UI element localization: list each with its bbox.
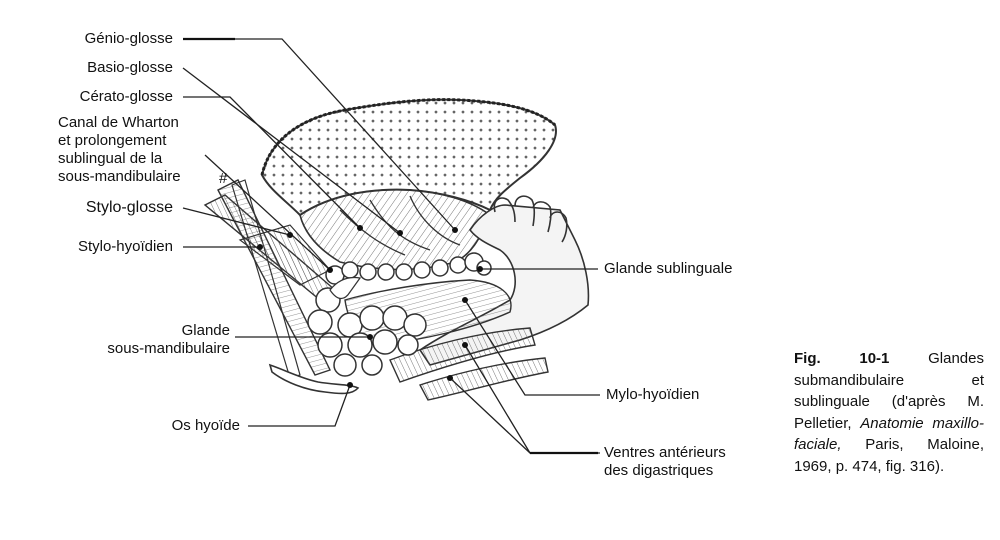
- label-ventres-digastriques: Ventres antérieurs des digastriques: [604, 444, 726, 480]
- label-cerato-glosse: Cérato-glosse: [40, 88, 173, 106]
- caption-fig-number: Fig. 10-1: [794, 350, 889, 367]
- label-genio-glosse: Génio-glosse: [40, 30, 173, 48]
- figure-caption: Fig. 10-1 Glandes submandibulaire et sub…: [794, 348, 984, 477]
- label-os-hyoide: Os hyoïde: [100, 417, 240, 435]
- label-hash-mark: #: [219, 170, 227, 188]
- label-mylo-hyoidien: Mylo-hyoïdien: [606, 386, 699, 404]
- label-glande-sous-mandibulaire: Glande sous-mandibulaire: [60, 322, 230, 358]
- label-stylo-hyoidien: Stylo-hyoïdien: [40, 238, 173, 256]
- label-stylo-glosse: Stylo-glosse: [40, 199, 173, 217]
- label-basio-glosse: Basio-glosse: [40, 59, 173, 77]
- label-canal-wharton: Canal de Wharton et prolongement subling…: [58, 114, 208, 186]
- label-glande-sublinguale: Glande sublinguale: [604, 260, 732, 278]
